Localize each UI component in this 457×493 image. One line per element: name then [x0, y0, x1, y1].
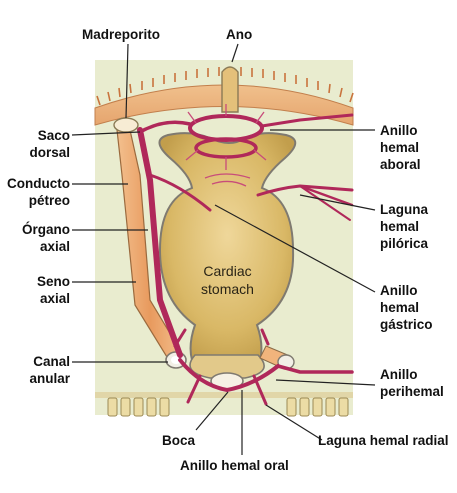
label-pilorica-line3: pilórica — [380, 236, 429, 251]
label-saco-line1: Saco — [37, 128, 70, 143]
label-aboral-line3: aboral — [380, 157, 421, 172]
label-conducto-line1: Conducto — [7, 176, 70, 191]
esophagus — [189, 354, 265, 379]
label-organo-line2: axial — [39, 239, 70, 254]
anus-tube — [221, 66, 239, 113]
label-laguna-radial: Laguna hemal radial — [318, 433, 449, 448]
label-perihemal-line2: perihemal — [380, 384, 444, 399]
label-gastrico-line2: hemal — [380, 300, 420, 315]
label-pilorica-line1: Laguna — [380, 202, 429, 217]
label-perihemal-line1: Anillo — [380, 367, 418, 382]
label-gastrico-line1: Anillo — [380, 283, 418, 298]
hemal-vessels — [137, 113, 354, 406]
label-organo-line1: Órgano — [21, 222, 70, 237]
gastric-branches — [185, 104, 267, 187]
label-boca: Boca — [162, 433, 196, 448]
stomach-caption-line1: Cardiac — [203, 263, 252, 279]
label-canal-line1: Canal — [33, 354, 70, 369]
label-saco-line2: dorsal — [29, 145, 70, 160]
label-aboral-line2: hemal — [380, 140, 420, 155]
label-ano: Ano — [226, 27, 253, 42]
label-anillo-hemal-oral: Anillo hemal oral — [180, 458, 289, 473]
label-seno-line2: axial — [39, 291, 70, 306]
label-aboral-line1: Anillo — [380, 123, 418, 138]
label-pilorica-line2: hemal — [380, 219, 420, 234]
label-gastrico-line3: gástrico — [380, 317, 433, 332]
leader-lines — [71, 43, 376, 455]
label-canal-line2: anular — [29, 371, 70, 386]
label-seno-line1: Seno — [36, 274, 70, 289]
stomach-caption-line2: stomach — [201, 281, 254, 297]
oral-surface — [95, 392, 353, 417]
label-conducto-line2: pétreo — [28, 193, 70, 208]
label-madreporito: Madreporito — [82, 27, 161, 42]
madreporite — [113, 117, 139, 133]
